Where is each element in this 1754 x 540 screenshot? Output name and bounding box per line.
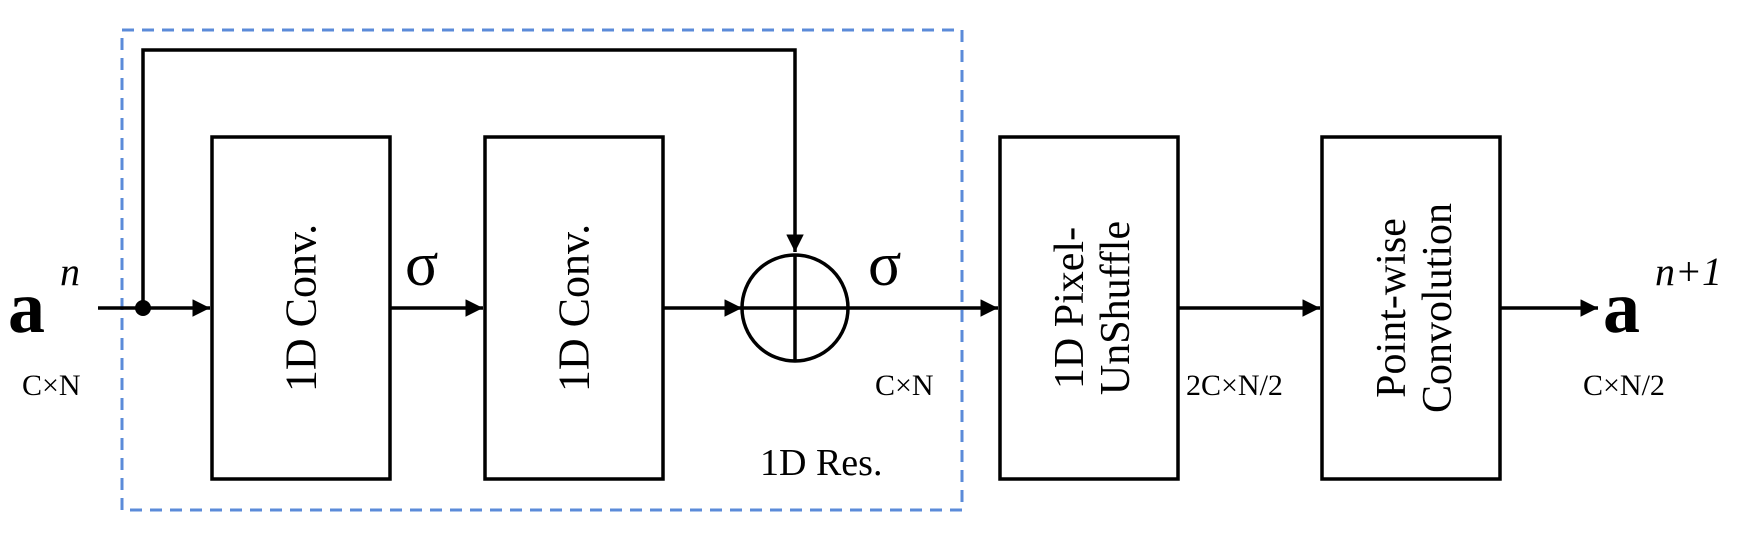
conv1-block [210, 135, 392, 481]
conv2-label: 1D Conv. [550, 224, 599, 392]
residual-block-boundary [120, 28, 964, 512]
sum-node [740, 253, 850, 363]
pixel-unshuffle-label: 1D Pixel- UnShuffle [1047, 221, 1139, 395]
svg-text:UnShuffle: UnShuffle [1093, 221, 1139, 395]
pixel-unshuffle-block [998, 135, 1180, 481]
output-dims: C×N/2 [1583, 369, 1665, 402]
activation-inner: σ [405, 231, 438, 299]
input-dims: C×N [22, 369, 81, 402]
residual-output-dims: C×N [875, 369, 934, 402]
input-symbol: a [8, 267, 45, 349]
unshuffle-output-dims: 2C×N/2 [1186, 369, 1283, 402]
svg-text:Convolution: Convolution [1415, 203, 1461, 413]
input-superscript: n [60, 249, 80, 294]
svg-text:1D Pixel-: 1D Pixel- [1047, 227, 1093, 389]
pointwise-conv-label: Point-wise Convolution [1369, 203, 1461, 413]
conv1-label: 1D Conv. [277, 224, 326, 392]
skip-connection [141, 48, 804, 308]
output-symbol: a [1603, 267, 1640, 349]
svg-text:Point-wise: Point-wise [1369, 218, 1415, 398]
residual-block-label: 1D Res. [760, 442, 882, 484]
output-superscript: n+1 [1655, 249, 1722, 294]
activation-outer: σ [868, 231, 901, 299]
